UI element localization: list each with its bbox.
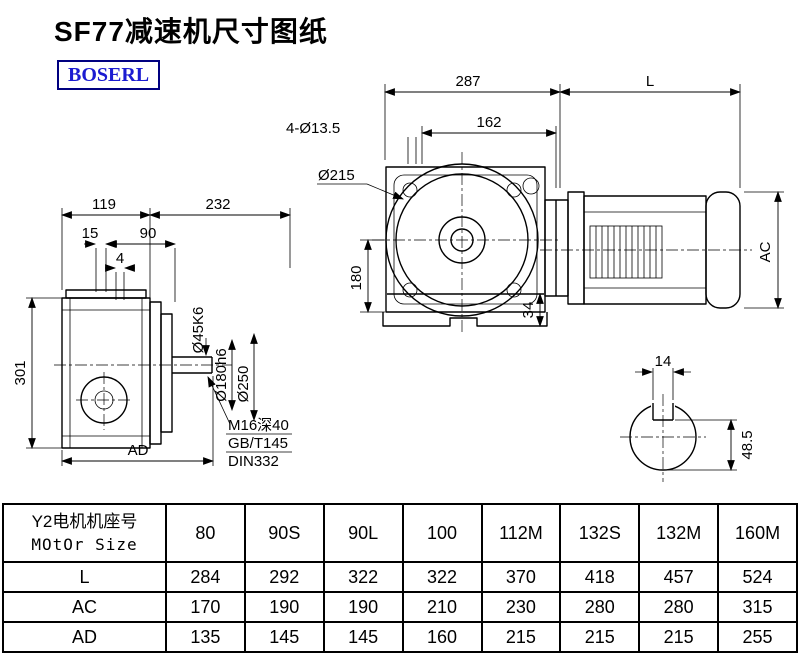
cell: 370 xyxy=(480,561,562,593)
cell: 230 xyxy=(480,591,562,623)
dim-AD: AD xyxy=(128,442,149,459)
header-cn: Y2电机机座号 xyxy=(31,512,138,531)
dim-34: 34 xyxy=(520,302,537,319)
bolt-hole xyxy=(506,182,522,198)
dim-keyway-width: 14 xyxy=(655,353,672,370)
page-title: SF77减速机尺寸图纸 xyxy=(54,16,328,47)
col-header: 90L xyxy=(322,503,404,563)
bolt-hole xyxy=(402,282,418,298)
motor-size-table: Y2电机机座号 MOtOr Size 80 90S 90L 100 112M 1… xyxy=(2,503,798,653)
shaft-section: 14 48.5 xyxy=(620,353,756,482)
col-header: 90S xyxy=(243,503,325,563)
cell: 322 xyxy=(322,561,404,593)
dim-301: 301 xyxy=(12,360,29,385)
cell: 292 xyxy=(243,561,325,593)
table-row-L: L 284 292 322 322 370 418 457 524 xyxy=(2,561,798,593)
boserl-logo: BOSERL xyxy=(57,60,161,90)
dimension-drawing: 287 L 162 4-Ø13.5 Ø215 180 34 AC xyxy=(12,73,784,482)
col-header: 112M xyxy=(480,503,562,563)
cell: 280 xyxy=(559,591,641,623)
front-view xyxy=(372,152,560,334)
dim-keyway-height: 48.5 xyxy=(739,430,756,459)
cell: 190 xyxy=(322,591,404,623)
cell: 215 xyxy=(559,621,641,653)
cell: 322 xyxy=(401,561,483,593)
motor-size-header-cell: Y2电机机座号 MOtOr Size xyxy=(2,503,167,563)
note-gb-standard: GB/T145 xyxy=(228,435,288,452)
cell: 145 xyxy=(322,621,404,653)
ear-hole xyxy=(522,177,540,195)
dim-287: 287 xyxy=(455,73,480,90)
dim-180: 180 xyxy=(348,265,365,290)
col-header: 100 xyxy=(401,503,483,563)
col-header: 132S xyxy=(559,503,641,563)
dim-spigot-diameter: Ø180h6 xyxy=(213,348,230,401)
table-row-AD: AD 135 145 145 160 215 215 215 255 xyxy=(2,621,798,653)
side-view xyxy=(54,289,232,449)
table-row-AC: AC 170 190 190 210 230 280 280 315 xyxy=(2,591,798,623)
dim-90: 90 xyxy=(140,225,157,242)
dim-215: Ø215 xyxy=(318,167,355,184)
bolt-hole xyxy=(506,282,522,298)
cell: 284 xyxy=(165,561,246,593)
dim-flange-diameter: Ø250 xyxy=(235,366,252,403)
dim-4: 4 xyxy=(116,250,124,267)
note-din-standard: DIN332 xyxy=(228,453,279,470)
note-tapped-hole: M16深40 xyxy=(228,417,289,434)
side-dimensions: 119 232 15 90 4 301 AD Ø45K6 xyxy=(12,196,292,470)
dim-162: 162 xyxy=(476,114,501,131)
cell: 190 xyxy=(243,591,325,623)
cell: 160 xyxy=(401,621,483,653)
cell: 255 xyxy=(717,621,798,653)
cell: 145 xyxy=(243,621,325,653)
dim-15: 15 xyxy=(82,225,99,242)
dim-bolt-holes: 4-Ø13.5 xyxy=(286,120,340,137)
cell: 457 xyxy=(638,561,720,593)
dim-L: L xyxy=(646,73,654,90)
dim-shaft-diameter: Ø45K6 xyxy=(190,307,207,354)
front-dimensions: 287 L 162 4-Ø13.5 Ø215 180 34 AC xyxy=(286,73,784,328)
col-header: 160M xyxy=(717,503,798,563)
cell: 280 xyxy=(638,591,720,623)
col-header: 80 xyxy=(165,503,246,563)
bolt-hole xyxy=(402,182,418,198)
cell: 524 xyxy=(717,561,798,593)
cell: 210 xyxy=(401,591,483,623)
cell: 215 xyxy=(480,621,562,653)
header-en: MOtOr Size xyxy=(31,535,138,554)
dim-232: 232 xyxy=(205,196,230,213)
cell: 315 xyxy=(717,591,798,623)
row-label: AD xyxy=(2,621,167,653)
row-label: AC xyxy=(2,591,167,623)
col-header: 132M xyxy=(638,503,720,563)
table-header-row: Y2电机机座号 MOtOr Size 80 90S 90L 100 112M 1… xyxy=(2,503,798,563)
motor-view xyxy=(540,191,752,309)
cell: 418 xyxy=(559,561,641,593)
dim-AC: AC xyxy=(757,241,774,262)
row-label: L xyxy=(2,561,167,593)
output-flange xyxy=(149,301,162,445)
cell: 170 xyxy=(165,591,246,623)
dim-119: 119 xyxy=(92,196,116,213)
cell: 215 xyxy=(638,621,720,653)
cell: 135 xyxy=(165,621,246,653)
